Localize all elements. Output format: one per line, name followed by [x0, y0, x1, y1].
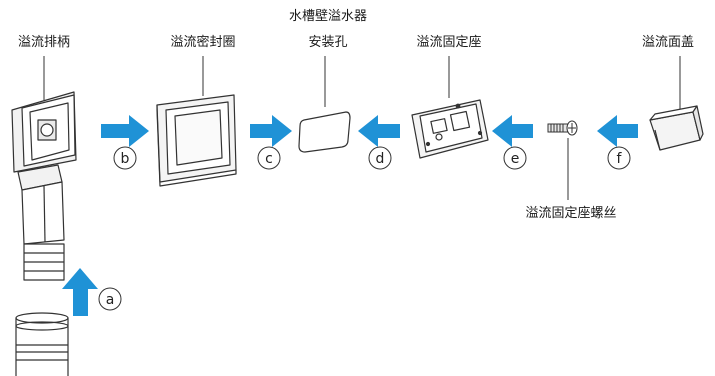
step-circle-c: [257, 146, 281, 170]
label-cover: 溢流面盖: [642, 35, 694, 50]
step-label-c: c: [265, 151, 273, 167]
label-seat: 溢流固定座: [416, 35, 481, 50]
step-label-e: e: [511, 151, 520, 167]
seat-screw-part: [547, 120, 578, 136]
sink-overflow-hole-part: [298, 111, 351, 153]
step-circle-d: [368, 146, 392, 170]
label-screw: 溢流固定座螺丝: [525, 206, 616, 221]
arrow-right-b: [101, 115, 149, 147]
step-circle-a: [98, 287, 122, 311]
arrow-left-e: [492, 115, 533, 147]
label-handle: 溢流排柄: [18, 35, 70, 50]
overflow-cover-part: [649, 105, 704, 151]
arrow-left-f: [597, 115, 638, 147]
label-gasket: 溢流密封圈: [170, 34, 235, 50]
label-hole-line1: 水槽壁溢水器: [289, 9, 367, 24]
step-label-b: b: [121, 151, 130, 167]
step-label-a: a: [106, 292, 115, 308]
drain-pipe-part: [15, 312, 69, 376]
overflow-handle-part: [11, 91, 77, 281]
step-label-f: f: [617, 151, 623, 167]
overflow-seat-part: [411, 99, 489, 159]
step-circle-f: [607, 146, 631, 170]
arrow-left-d: [358, 115, 400, 147]
step-circle-b: [113, 146, 137, 170]
label-hole-line2: 安装孔: [308, 35, 347, 50]
arrow-up-a: [62, 268, 98, 316]
step-circle-e: [503, 146, 527, 170]
step-label-d: d: [376, 151, 385, 167]
arrow-right-c: [250, 115, 292, 147]
overflow-gasket-part: [156, 94, 237, 187]
